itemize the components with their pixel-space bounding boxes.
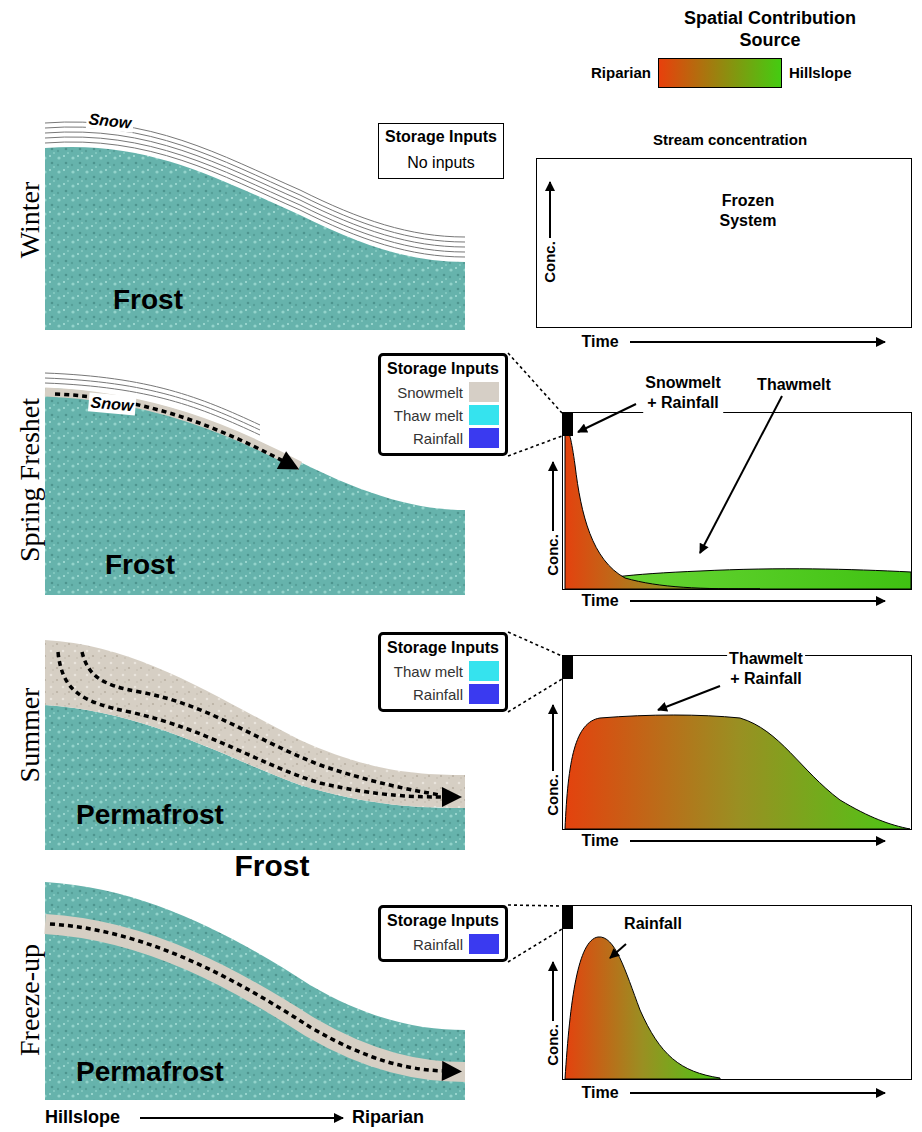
legend-swatch: [659, 59, 720, 87]
curve-annotation: Thawmelt: [755, 375, 833, 395]
chart-panel: Snowmelt + RainfallThawmelt: [562, 412, 912, 590]
season-label: Spring Freshet: [13, 398, 47, 562]
storage-inputs-box: Storage Inputs No inputs: [378, 123, 504, 179]
season-label: Winter: [13, 182, 47, 259]
axis-label: Time: [581, 332, 618, 351]
ground-label: Permafrost: [76, 798, 224, 832]
axis-label: Conc.: [541, 241, 559, 283]
snow-label: Snow: [86, 109, 134, 133]
input-row: Rainfall: [387, 684, 499, 704]
legend-swatch: [720, 59, 781, 87]
box-heading: Storage Inputs: [387, 911, 499, 931]
input-row: Snowmelt: [387, 382, 499, 402]
curve-annotation: Frozen System: [718, 191, 779, 231]
chart-panel: Thawmelt + Rainfall: [562, 655, 912, 830]
chart-panel: Rainfall: [562, 905, 912, 1080]
input-row: Thaw melt: [387, 405, 499, 425]
input-swatch: [469, 428, 499, 448]
season-label: Freeze-up: [13, 944, 47, 1056]
input-row: Rainfall: [387, 934, 499, 954]
dotted-connector: [508, 632, 562, 712]
snow-label: Snow: [88, 392, 136, 415]
input-name: Thaw melt: [394, 407, 463, 424]
input-swatch: [469, 934, 499, 954]
ground-label: Frost: [113, 283, 183, 317]
storage-inputs-box: Storage InputsSnowmeltThaw meltRainfall: [378, 353, 508, 456]
axis-label: Time: [581, 591, 618, 610]
input-name: Thaw melt: [394, 663, 463, 680]
axis-label: Conc.: [544, 774, 562, 816]
input-swatch: [469, 382, 499, 402]
chart-panel: Frozen System: [536, 158, 912, 328]
box-heading: Storage Inputs: [387, 359, 499, 379]
box-heading: Storage Inputs: [385, 127, 497, 147]
input-name: Rainfall: [413, 686, 463, 703]
axis-end-label: Riparian: [352, 1107, 424, 1129]
axis-label: Time: [581, 831, 618, 850]
curve-annotation: Thawmelt + Rainfall: [727, 649, 805, 689]
input-name: Rainfall: [413, 936, 463, 953]
legend-text: Riparian: [591, 64, 651, 82]
box-text: No inputs: [385, 153, 497, 173]
input-swatch: [469, 661, 499, 681]
ground-label: Frost: [235, 848, 310, 884]
axis-label: Conc.: [544, 1024, 562, 1066]
dotted-connector: [508, 905, 562, 962]
curve-annotation: Snowmelt + Rainfall: [643, 373, 723, 413]
axis-label: Time: [581, 1083, 618, 1102]
input-swatch: [469, 684, 499, 704]
storage-inputs-box: Storage InputsThaw meltRainfall: [378, 632, 508, 712]
ground-label: Frost: [105, 548, 175, 582]
box-heading: Storage Inputs: [387, 638, 499, 658]
input-name: Rainfall: [413, 430, 463, 447]
legend-text: Hillslope: [789, 64, 852, 82]
input-row: Thaw melt: [387, 661, 499, 681]
gradient-legend-bar: [658, 58, 782, 88]
curve-annotation: Rainfall: [622, 914, 684, 934]
season-label: Summer: [13, 688, 47, 783]
column-heading: Stream concentration: [653, 131, 807, 149]
dotted-connector: [508, 353, 562, 456]
axis-end-label: Hillslope: [45, 1107, 120, 1129]
ground-label: Permafrost: [76, 1055, 224, 1089]
axis-label: Conc.: [544, 534, 562, 576]
legend-heading: Spatial Contribution Source: [665, 8, 875, 51]
input-row: Rainfall: [387, 428, 499, 448]
storage-inputs-box: Storage InputsRainfall: [378, 905, 508, 962]
input-name: Snowmelt: [397, 384, 463, 401]
input-swatch: [469, 405, 499, 425]
